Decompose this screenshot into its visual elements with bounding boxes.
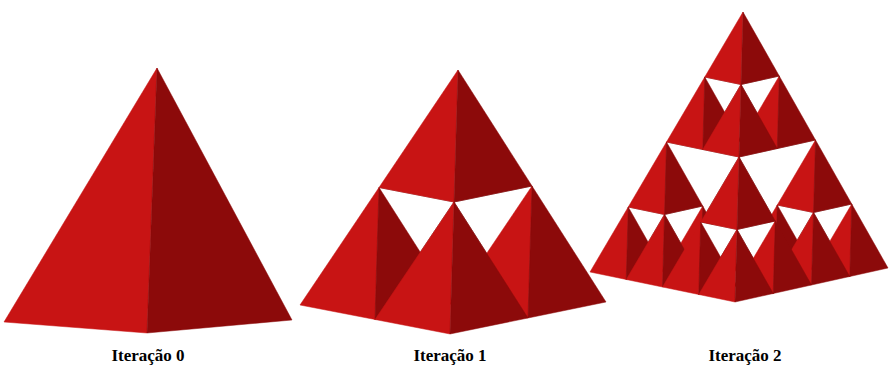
pyramid-face: [379, 70, 458, 202]
pyramid-face: [699, 230, 737, 303]
pyramid-face: [590, 207, 628, 280]
pyramid-face: [147, 68, 292, 333]
pyramid-face: [741, 12, 779, 85]
pyramid-face: [739, 85, 777, 158]
pyramid-face: [850, 204, 888, 277]
pyramid-face: [454, 70, 532, 202]
pyramid-face: [735, 230, 773, 303]
pyramid-face: [812, 213, 850, 286]
pyramid-face: [667, 77, 705, 150]
pyramid-face: [626, 215, 664, 288]
iteration-label: Iteração 2: [708, 346, 781, 366]
pyramid-face: [814, 140, 852, 213]
pyramid-face: [705, 12, 743, 85]
pyramid-face: [663, 222, 701, 295]
pyramid-face: [777, 140, 815, 213]
pyramid-face: [701, 157, 739, 230]
pyramid-face: [300, 188, 379, 320]
pyramid-face: [450, 202, 528, 334]
pyramid-face: [737, 157, 775, 230]
pyramid-face: [665, 142, 703, 215]
iteration-label: Iteração 1: [413, 346, 486, 366]
pyramid-face: [628, 142, 666, 215]
pyramid-face: [777, 76, 815, 149]
pyramid-face: [528, 186, 606, 318]
pyramid-face: [4, 68, 157, 333]
pyramid-face: [375, 202, 454, 334]
iteration-label: Iteração 0: [111, 346, 184, 366]
pyramid-face: [773, 221, 811, 294]
pyramid-face: [703, 85, 741, 158]
